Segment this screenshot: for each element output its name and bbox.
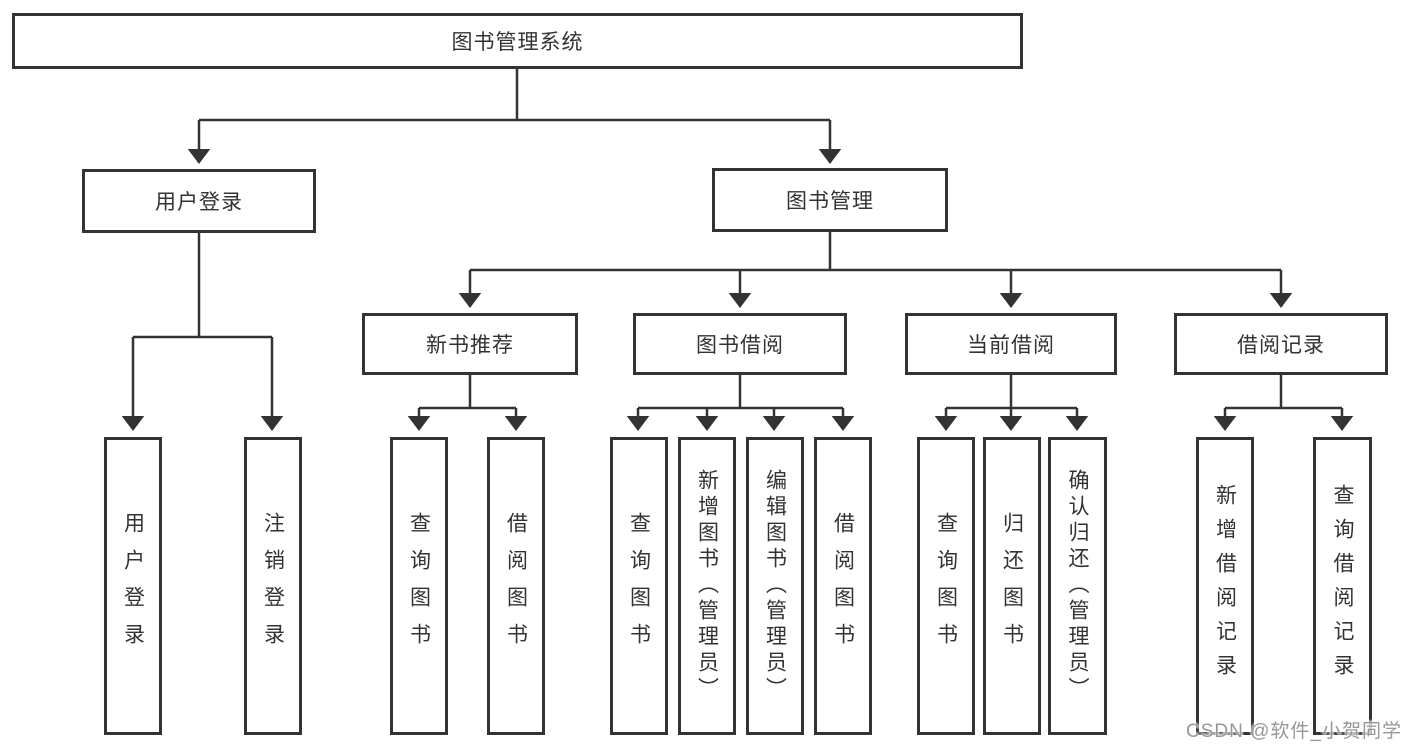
leaf-logout: 注销登录 xyxy=(244,437,302,735)
node-new-book-recommend: 新书推荐 xyxy=(362,313,578,375)
leaf-bb-edit-book-admin: 编辑图书（管理员） xyxy=(746,437,804,735)
leaf-bb-borrow-books: 借阅图书 xyxy=(814,437,872,735)
node-borrow-records: 借阅记录 xyxy=(1174,313,1388,375)
node-root-library-system: 图书管理系统 xyxy=(12,13,1023,69)
node-current-borrow: 当前借阅 xyxy=(905,313,1117,375)
csdn-watermark: CSDN @软件_小贺同学 xyxy=(1186,721,1402,742)
leaf-nbr-query-books: 查询图书 xyxy=(390,437,448,735)
leaf-br-query-borrow-record: 查询借阅记录 xyxy=(1313,437,1372,735)
leaf-cb-query-books: 查询图书 xyxy=(917,437,975,735)
leaf-user-login: 用户登录 xyxy=(104,437,162,735)
leaf-br-add-borrow-record: 新增借阅记录 xyxy=(1196,437,1254,735)
node-user-login: 用户登录 xyxy=(82,169,316,233)
node-book-management: 图书管理 xyxy=(712,168,948,232)
leaf-bb-query-books: 查询图书 xyxy=(610,437,668,735)
leaf-cb-confirm-return-admin: 确认归还（管理员） xyxy=(1048,437,1107,735)
node-book-borrow: 图书借阅 xyxy=(633,313,847,375)
leaf-cb-return-books: 归还图书 xyxy=(983,437,1041,735)
leaf-bb-add-book-admin: 新增图书（管理员） xyxy=(678,437,736,735)
leaf-nbr-borrow-books: 借阅图书 xyxy=(487,437,545,735)
